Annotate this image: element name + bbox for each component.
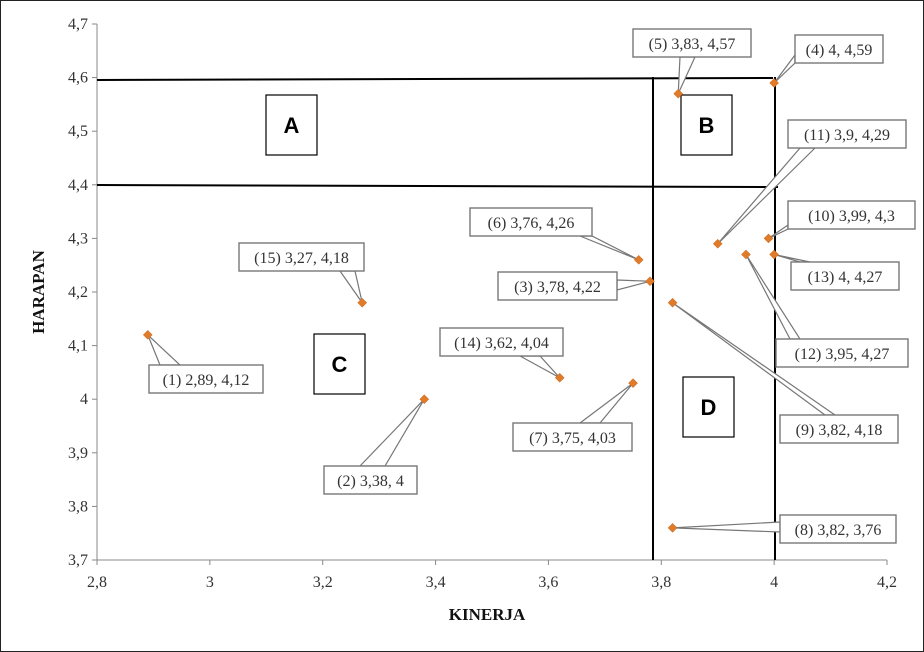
- quadrant-d-label: D: [701, 395, 717, 420]
- data-point: [554, 372, 565, 383]
- callout-pointer: [773, 253, 811, 263]
- data-point: [645, 276, 655, 287]
- data-label-box: [779, 514, 897, 544]
- x-tick-label: 3,6: [538, 574, 558, 591]
- callout-pointer: [672, 521, 781, 533]
- data-label-box: [787, 119, 907, 149]
- y-tick-label: 4: [80, 391, 88, 408]
- data-label: (14) 3,62, 4,04: [454, 335, 549, 352]
- quadrant-a-label: A: [284, 113, 300, 138]
- data-label: (3) 3,78, 4,22: [514, 279, 601, 296]
- callout-pointer: [147, 334, 182, 366]
- data-label-box: [238, 242, 365, 272]
- data-label-box: [779, 414, 899, 444]
- callout-pointer: [773, 53, 796, 84]
- data-point: [667, 297, 678, 308]
- quadrant-horizontal-line: [96, 184, 779, 188]
- data-label: (13) 4, 4,27: [808, 269, 883, 286]
- data-point: [769, 249, 779, 260]
- callout-pointer: [677, 56, 696, 94]
- callout-pointer: [519, 355, 561, 379]
- data-label: (4) 4, 4,59: [806, 42, 873, 59]
- quadrant-d-box: [682, 376, 735, 438]
- quadrant-c-label: C: [332, 352, 348, 377]
- x-axis-title: KINERJA: [449, 605, 526, 624]
- data-point: [628, 378, 638, 388]
- y-tick-label: 4,2: [68, 284, 88, 301]
- callout-pointer: [579, 235, 639, 261]
- y-tick-label: 4,1: [68, 338, 88, 355]
- data-label: (15) 3,27, 4,18: [254, 250, 349, 267]
- y-tick-label: 4,3: [68, 230, 88, 247]
- data-label: (5) 3,83, 4,57: [649, 36, 736, 53]
- data-label-box: [439, 327, 564, 357]
- y-tick-label: 4,5: [68, 123, 88, 140]
- data-label: (1) 2,89, 4,12: [163, 372, 250, 389]
- data-point: [763, 233, 774, 244]
- data-point: [741, 249, 751, 260]
- x-tick-label: 3,2: [313, 574, 333, 591]
- quadrant-b-box: [680, 94, 733, 156]
- data-label: (12) 3,95, 4,27: [795, 346, 890, 363]
- data-point: [712, 238, 723, 249]
- x-tick-label: 3: [206, 574, 214, 591]
- data-label: (10) 3,99, 4,3: [808, 208, 895, 225]
- data-point: [142, 330, 153, 340]
- y-tick-label: 4,4: [68, 177, 88, 194]
- y-tick-label: 3,8: [68, 498, 88, 515]
- quadrant-a-box: [265, 94, 318, 156]
- callout-pointer: [338, 270, 363, 304]
- data-label-box: [787, 200, 916, 230]
- callout-pointer: [768, 223, 789, 239]
- data-label-box: [323, 465, 418, 495]
- callout-pointer: [578, 382, 634, 424]
- data-point: [633, 254, 644, 265]
- y-tick-label: 4,6: [68, 70, 88, 87]
- data-point: [673, 88, 684, 99]
- data-label: (7) 3,75, 4,03: [529, 430, 616, 447]
- data-point: [357, 297, 368, 308]
- data-label: (6) 3,76, 4,26: [488, 215, 575, 232]
- x-tick-label: 2,8: [87, 574, 107, 591]
- y-tick-label: 3,7: [68, 552, 88, 569]
- data-label-box: [775, 338, 909, 368]
- data-label: (2) 3,38, 4: [337, 473, 404, 490]
- quadrant-c-box: [313, 333, 366, 395]
- x-tick-label: 3,8: [651, 574, 671, 591]
- callout-pointer: [616, 279, 651, 291]
- quadrant-horizontal-line: [96, 77, 774, 81]
- y-axis-title: HARAPAN: [29, 249, 48, 333]
- data-label: (8) 3,82, 3,76: [795, 522, 882, 539]
- x-tick-label: 4,2: [877, 574, 897, 591]
- y-tick-label: 3,9: [68, 445, 88, 462]
- x-tick-label: 4: [770, 574, 778, 591]
- data-point: [419, 394, 430, 405]
- y-tick-label: 4,7: [68, 16, 88, 33]
- x-tick-label: 3,4: [426, 574, 446, 591]
- data-label-box: [790, 261, 900, 291]
- data-label: (9) 3,82, 4,18: [796, 422, 883, 439]
- quadrant-b-label: B: [699, 113, 715, 138]
- data-point: [667, 522, 678, 533]
- data-point: [769, 78, 779, 88]
- data-label-box: [632, 28, 752, 58]
- callout-pointer: [358, 398, 425, 467]
- data-label-box: [469, 207, 593, 237]
- data-label: (11) 3,9, 4,29: [804, 127, 890, 144]
- data-label-box: [794, 34, 884, 64]
- data-label-box: [497, 271, 618, 301]
- data-label-box: [512, 422, 633, 452]
- data-label-box: [148, 364, 264, 394]
